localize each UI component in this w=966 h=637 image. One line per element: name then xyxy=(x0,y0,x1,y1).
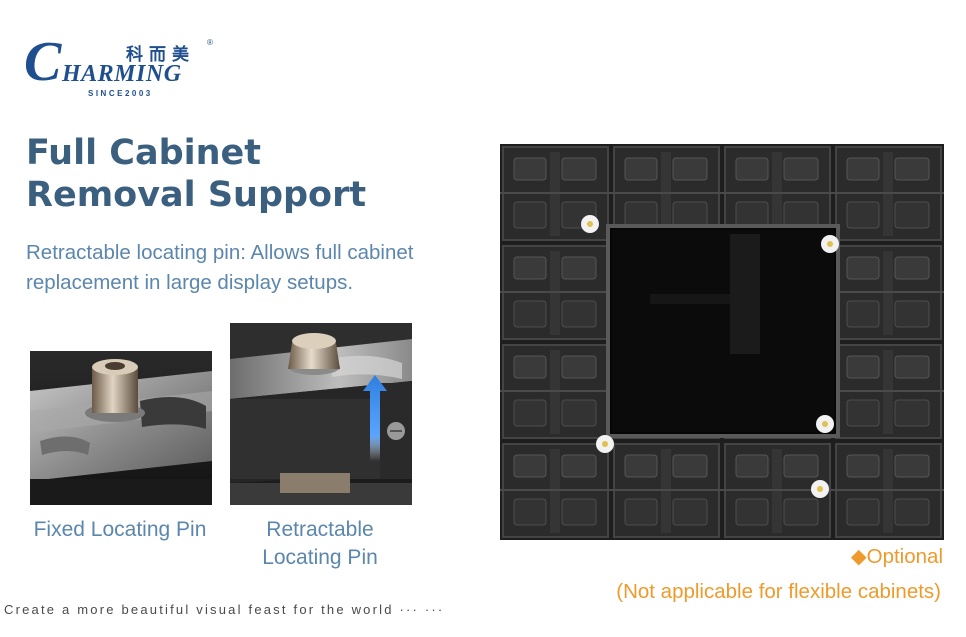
logo-chinese-name: 科而美 xyxy=(126,45,195,65)
cabinet-wall-photo xyxy=(500,144,944,540)
fixed-pin-photo xyxy=(30,351,212,505)
retractable-pin-caption: Retractable Locating Pin xyxy=(220,516,420,572)
retractable-caption-line-1: Retractable xyxy=(266,518,374,541)
retractable-caption-line-2: Locating Pin xyxy=(262,546,378,569)
brand-logo: C 科而美 ® HARMING SINCE2003 xyxy=(24,34,224,102)
title-line-2: Removal Support xyxy=(26,175,367,215)
registered-mark: ® xyxy=(207,38,213,47)
footer-slogan: Create a more beautiful visual feast for… xyxy=(4,602,445,617)
description: Retractable locating pin: Allows full ca… xyxy=(26,238,446,298)
optional-label: ◆Optional xyxy=(850,545,943,568)
page-title: Full Cabinet Removal Support xyxy=(26,132,366,216)
flexible-cabinet-note: (Not applicable for flexible cabinets) xyxy=(616,580,941,603)
description-line-2: replacement in large display setups. xyxy=(26,271,354,294)
retractable-pin-photo xyxy=(230,323,412,505)
logo-since: SINCE2003 xyxy=(88,89,153,98)
description-line-1: Retractable locating pin: Allows full ca… xyxy=(26,241,414,264)
fixed-pin-caption-text: Fixed Locating Pin xyxy=(33,518,207,541)
title-line-1: Full Cabinet xyxy=(26,133,262,173)
logo-wordmark: HARMING xyxy=(62,61,182,87)
fixed-pin-caption: Fixed Locating Pin xyxy=(20,516,220,544)
logo-letter: C xyxy=(24,31,62,93)
